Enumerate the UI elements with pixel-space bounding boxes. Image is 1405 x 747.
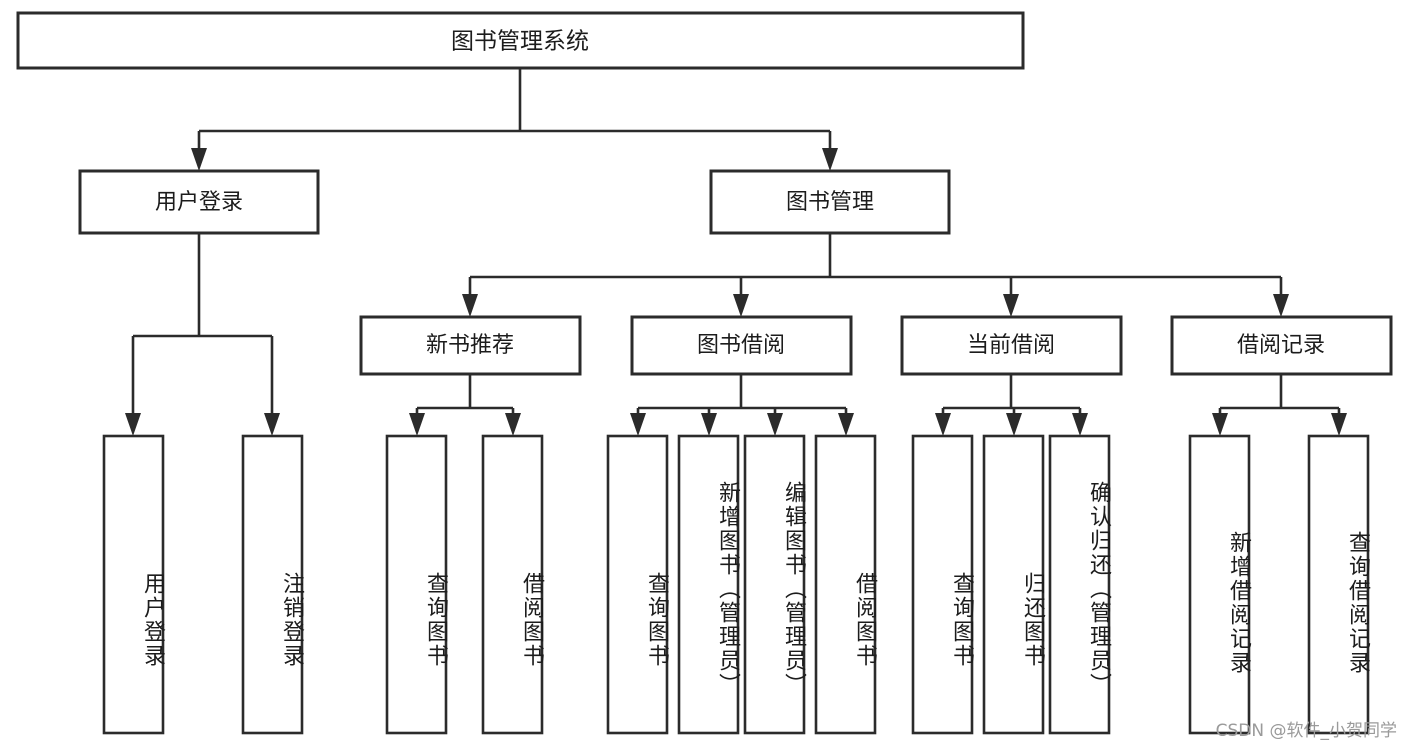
- arrow-head-root-2: [822, 148, 838, 171]
- leaf-box-query-book-3[interactable]: [911, 434, 974, 735]
- leaf-box-group: [102, 434, 1370, 735]
- arrow-head-bookborrow-3: [767, 413, 783, 436]
- node-borrow-record[interactable]: 借阅记录: [1170, 315, 1393, 376]
- arrow-head-root-1: [191, 148, 207, 171]
- arrow-head-newbook-1: [409, 413, 425, 436]
- leaf-box-query-book-2[interactable]: [606, 434, 669, 735]
- leaf-box-user-logout[interactable]: [241, 434, 304, 735]
- node-borrow-record-label: 借阅记录: [1237, 333, 1325, 358]
- leaf-box-edit-book[interactable]: [743, 434, 806, 735]
- node-current-borrow[interactable]: 当前借阅: [900, 315, 1123, 376]
- node-new-book-recommend-box[interactable]: [359, 315, 582, 376]
- arrow-head-newbook-2: [505, 413, 521, 436]
- arrow-head-bookmanage-3: [1003, 294, 1019, 317]
- leaf-box-confirm-return[interactable]: [1048, 434, 1111, 735]
- csdn-watermark: CSDN @软件_小贺同学: [1215, 721, 1397, 741]
- arrow-head-bookborrow-1: [630, 413, 646, 436]
- arrow-head-currentborrow-2: [1006, 413, 1022, 436]
- leaf-box-query-book-1[interactable]: [385, 434, 448, 735]
- node-user-login[interactable]: 用户登录: [78, 169, 320, 235]
- edge-group-currentborrow-to-leaves: [935, 374, 1088, 436]
- leaf-box-borrow-book-2[interactable]: [814, 434, 877, 735]
- node-book-manage-box[interactable]: [709, 169, 951, 235]
- edge-group-userlogin-to-leaves: [125, 233, 280, 436]
- node-new-book-recommend[interactable]: 新书推荐: [359, 315, 582, 376]
- edge-group-root-to-level2: [191, 68, 838, 171]
- edge-group-borrowrecord-to-leaves: [1212, 374, 1347, 436]
- node-book-borrow[interactable]: 图书借阅: [630, 315, 853, 376]
- arrow-head-currentborrow-3: [1072, 413, 1088, 436]
- arrow-head-borrowrecord-2: [1331, 413, 1347, 436]
- node-new-book-recommend-label: 新书推荐: [426, 333, 514, 358]
- leaf-box-query-borrow-record[interactable]: [1307, 434, 1370, 735]
- node-book-borrow-label: 图书借阅: [697, 333, 785, 358]
- arrow-head-bookborrow-4: [838, 413, 854, 436]
- edge-group-bookmanage-to-level3: [462, 233, 1289, 317]
- node-borrow-record-box[interactable]: [1170, 315, 1393, 376]
- edge-group-bookborrow-to-leaves: [630, 374, 854, 436]
- node-user-login-box[interactable]: [78, 169, 320, 235]
- edge-group-newbook-to-leaves: [409, 374, 521, 436]
- arrow-head-bookmanage-2: [733, 294, 749, 317]
- arrow-head-userlogin-1: [125, 413, 141, 436]
- node-book-borrow-box[interactable]: [630, 315, 853, 376]
- leaf-box-return-book[interactable]: [982, 434, 1045, 735]
- leaf-box-add-book[interactable]: [677, 434, 740, 735]
- arrow-head-userlogin-2: [264, 413, 280, 436]
- node-book-manage-label: 图书管理: [786, 190, 874, 215]
- arrow-head-bookborrow-2: [701, 413, 717, 436]
- arrow-head-currentborrow-1: [935, 413, 951, 436]
- node-book-manage[interactable]: 图书管理: [709, 169, 951, 235]
- node-user-login-label: 用户登录: [155, 190, 243, 215]
- node-root[interactable]: 图书管理系统: [16, 11, 1025, 70]
- node-root-label: 图书管理系统: [451, 29, 589, 55]
- arrow-head-bookmanage-4: [1273, 294, 1289, 317]
- node-root-box[interactable]: [16, 11, 1025, 70]
- node-current-borrow-box[interactable]: [900, 315, 1123, 376]
- leaf-box-user-login[interactable]: [102, 434, 165, 735]
- node-current-borrow-label: 当前借阅: [967, 333, 1055, 358]
- leaf-box-borrow-book-1[interactable]: [481, 434, 544, 735]
- leaf-box-add-borrow-record[interactable]: [1188, 434, 1251, 735]
- arrow-head-borrowrecord-1: [1212, 413, 1228, 436]
- arrow-head-bookmanage-1: [462, 294, 478, 317]
